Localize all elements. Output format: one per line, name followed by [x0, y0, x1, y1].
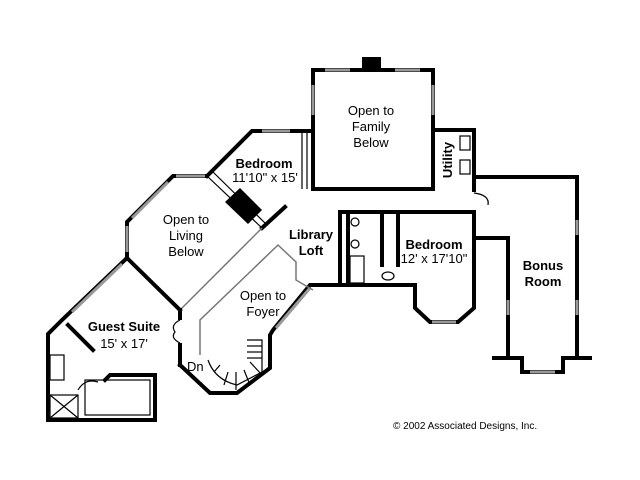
- bedroom-1-walls: [204, 129, 315, 231]
- living-label-1: Open to: [163, 212, 209, 227]
- living-label-3: Below: [168, 244, 204, 259]
- chimney: [362, 57, 381, 70]
- family-label-1: Open to: [348, 103, 394, 118]
- utility-walls: [431, 128, 489, 206]
- bedroom-2-label: Bedroom: [405, 237, 462, 252]
- library-label-1: Library: [289, 227, 334, 242]
- guest-suite-label: Guest Suite: [88, 319, 160, 334]
- foyer-label-1: Open to: [240, 288, 286, 303]
- copyright: © 2002 Associated Designs, Inc.: [393, 421, 537, 432]
- bedroom-1-label: Bedroom: [235, 156, 292, 171]
- living-walls: [125, 174, 263, 311]
- stairs-down-label: Dn: [187, 359, 204, 374]
- utility-label: Utility: [440, 141, 455, 178]
- family-label-3: Below: [353, 135, 389, 150]
- bonus-label-1: Bonus: [523, 258, 563, 273]
- guest-suite-size: 15' x 17': [100, 336, 148, 351]
- guest-suite-walls: [46, 255, 183, 422]
- bedroom-1-size: 11'10" x 15': [232, 170, 298, 185]
- bedroom-2-walls: [314, 210, 476, 324]
- foyer-label-2: Foyer: [246, 304, 280, 319]
- family-label-2: Family: [352, 119, 391, 134]
- library-stair-walls: [177, 243, 318, 395]
- library-label-2: Loft: [299, 243, 324, 258]
- bonus-label-2: Room: [525, 274, 562, 289]
- living-label-2: Living: [169, 228, 203, 243]
- bedroom-2-size: 12' x 17'10": [401, 251, 468, 266]
- bonus-room-walls: [472, 175, 592, 374]
